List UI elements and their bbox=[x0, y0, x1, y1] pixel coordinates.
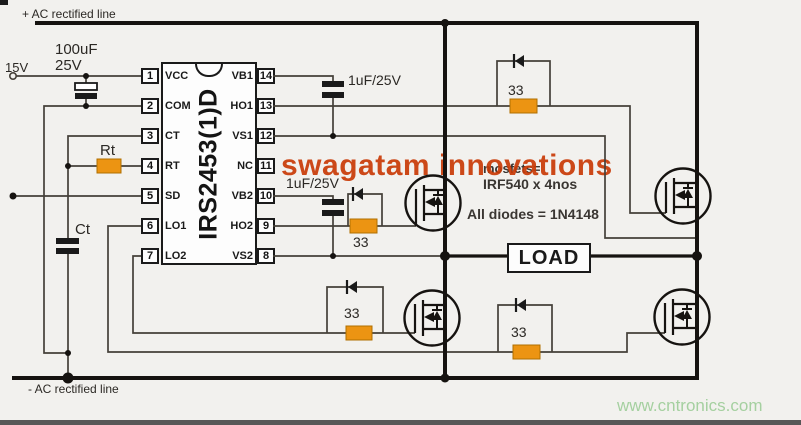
wire-vb1 bbox=[273, 75, 334, 136]
supply-voltage-label: 15V bbox=[5, 60, 29, 75]
corner-mark bbox=[0, 0, 8, 5]
load-label: LOAD bbox=[518, 246, 580, 269]
cap-100uf-plate-neg bbox=[75, 93, 97, 99]
wire-lo2 bbox=[132, 255, 415, 334]
boot-cap1-label: 1uF/25V bbox=[348, 72, 401, 88]
pin-box-1: 1 bbox=[141, 68, 159, 84]
wire-ho1 bbox=[273, 105, 666, 214]
pin-name-vs1: VS1 bbox=[232, 130, 253, 142]
pin-name-vb1: VB1 bbox=[231, 70, 253, 82]
note-mosfets-line1: mosfets= bbox=[483, 161, 541, 176]
pin-name-lo2: LO2 bbox=[165, 250, 187, 262]
resistor-value-top-right: 33 bbox=[508, 82, 524, 98]
mosfet-bottom-right bbox=[653, 288, 711, 346]
pin-name-ho2: HO2 bbox=[230, 220, 253, 232]
supply-terminal bbox=[9, 72, 18, 81]
filter-cap-rating-label: 25V bbox=[55, 57, 82, 74]
resistor-33-top-right bbox=[509, 98, 538, 114]
wire-ct-pin bbox=[67, 135, 141, 165]
pin-name-sd: SD bbox=[165, 190, 181, 202]
diode-bottom-right bbox=[514, 298, 526, 312]
left-midpoint-dot bbox=[440, 251, 450, 261]
wire-vs1 bbox=[273, 135, 695, 239]
cap-boot2-plate-b bbox=[322, 210, 344, 216]
pin-name-lo1: LO1 bbox=[165, 220, 187, 232]
negative-rail-label: - AC rectified line bbox=[28, 382, 119, 396]
mosfets bbox=[403, 167, 712, 347]
pin-box-3: 3 bbox=[141, 128, 159, 144]
power-rails bbox=[12, 21, 699, 380]
pin-box-2: 2 bbox=[141, 98, 159, 114]
ic-irs2453-body: IRS2453(1)D bbox=[161, 62, 257, 265]
diode-mid-left bbox=[351, 187, 363, 201]
positive-rail bbox=[12, 21, 699, 380]
cap-ct-plate-a bbox=[56, 238, 79, 244]
resistor-33-bottom-right bbox=[512, 344, 541, 360]
cap-100uf-plate-pos bbox=[74, 82, 98, 91]
cap-ct-plate-b bbox=[56, 248, 79, 254]
filter-cap-value-label: 100uF bbox=[55, 41, 98, 58]
note-diodes: All diodes = 1N4148 bbox=[467, 206, 599, 222]
pin-box-11: 11 bbox=[257, 158, 275, 174]
mosfet-top-right bbox=[654, 167, 712, 225]
wire-lo1 bbox=[107, 225, 665, 353]
resistors bbox=[96, 98, 541, 360]
pin-box-10: 10 bbox=[257, 188, 275, 204]
rt-label: Rt bbox=[100, 142, 115, 159]
cap-boot1-plate-a bbox=[322, 81, 344, 87]
mosfet-top-left bbox=[404, 174, 462, 232]
right-midpoint-dot bbox=[692, 251, 702, 261]
pin-box-12: 12 bbox=[257, 128, 275, 144]
pin-name-com: COM bbox=[165, 100, 191, 112]
pin-name-vs2: VS2 bbox=[232, 250, 253, 262]
junction-dots bbox=[9, 19, 702, 384]
pin-box-7: 7 bbox=[141, 248, 159, 264]
pin-name-vb2: VB2 bbox=[231, 190, 253, 202]
ct-label: Ct bbox=[75, 221, 90, 238]
resistor-rt bbox=[96, 158, 122, 174]
cap-boot1-plate-b bbox=[322, 92, 344, 98]
boot-cap2-label: 1uF/25V bbox=[286, 175, 339, 191]
pin-box-4: 4 bbox=[141, 158, 159, 174]
diode-loop-mid-left bbox=[347, 193, 383, 226]
pin-name-ct: CT bbox=[165, 130, 180, 142]
pin-name-nc: NC bbox=[237, 160, 253, 172]
diode-top-right bbox=[512, 54, 524, 68]
resistor-value-bottom-right: 33 bbox=[511, 324, 527, 340]
pin-name-rt: RT bbox=[165, 160, 180, 172]
resistor-33-bottom-left bbox=[345, 325, 373, 341]
wire-com bbox=[43, 105, 141, 354]
wire-vb2 bbox=[273, 195, 334, 256]
diode-bottom-left bbox=[345, 280, 357, 294]
resistor-value-mid-left: 33 bbox=[353, 234, 369, 250]
pin-box-6: 6 bbox=[141, 218, 159, 234]
load-box: LOAD bbox=[507, 243, 591, 273]
pin-name-vcc: VCC bbox=[165, 70, 189, 82]
note-mosfets-line2: IRF540 x 4nos bbox=[483, 176, 578, 192]
pin-box-5: 5 bbox=[141, 188, 159, 204]
pin-name-ho1: HO1 bbox=[230, 100, 253, 112]
mosfet-bottom-left bbox=[403, 289, 461, 347]
resistor-value-bottom-left: 33 bbox=[344, 305, 360, 321]
positive-rail-label: + AC rectified line bbox=[22, 7, 116, 21]
ground-junction-dot bbox=[62, 372, 74, 384]
gate-diodes bbox=[345, 54, 526, 312]
capacitors bbox=[56, 81, 344, 254]
site-watermark: www.cntronics.com bbox=[617, 396, 763, 415]
resistor-33-mid-left bbox=[349, 218, 378, 234]
pin-box-8: 8 bbox=[257, 248, 275, 264]
bottom-bar bbox=[0, 420, 801, 425]
cap-boot2-plate-a bbox=[322, 199, 344, 205]
